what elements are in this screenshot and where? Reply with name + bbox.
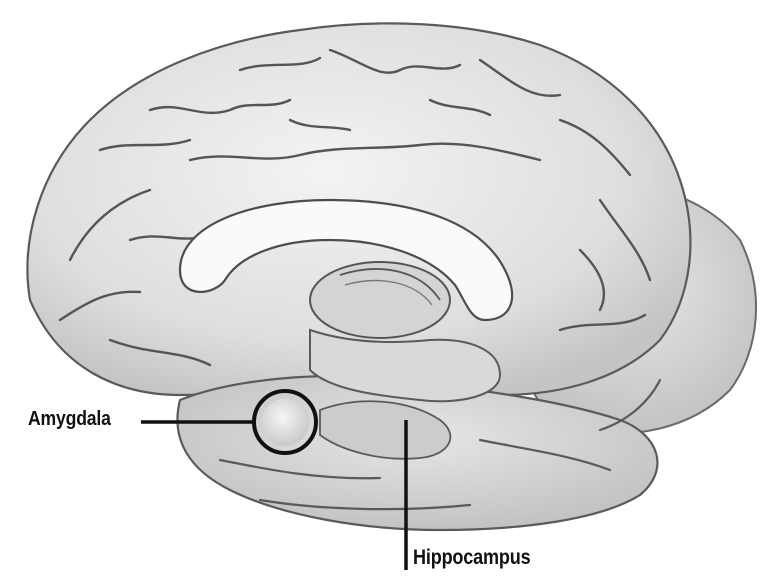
brainstem-region [309,328,502,403]
sulci-lines [58,48,652,367]
thalamus [309,261,451,339]
fornix-lines [339,268,441,301]
corpus-callosum [178,198,514,322]
amygdala-structure [260,397,310,447]
amygdala-label: Amygdala [28,408,111,430]
temporal-sulci [218,378,662,511]
hippocampus-structure [319,400,452,460]
hippocampus-label: Hippocampus [413,546,531,569]
